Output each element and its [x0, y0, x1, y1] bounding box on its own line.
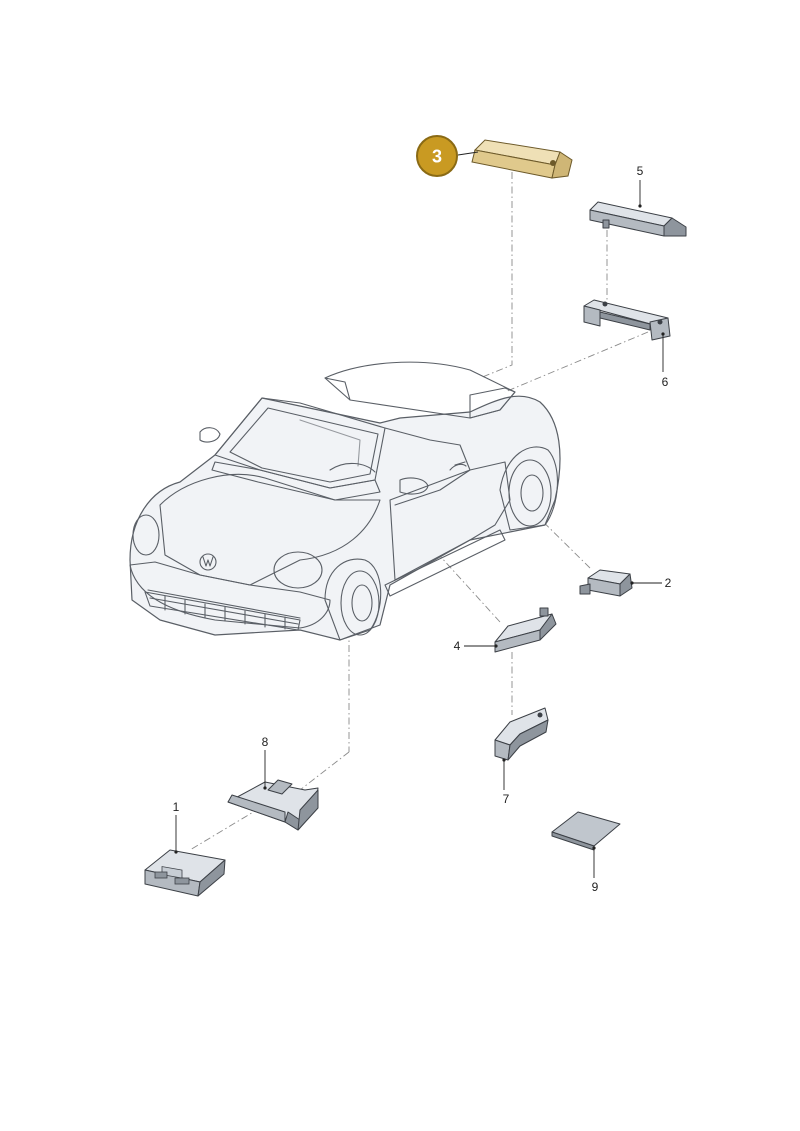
part-8-bracket[interactable]	[227, 779, 319, 831]
convertible-car-illustration	[129, 361, 561, 641]
part-9-pad[interactable]	[551, 811, 621, 851]
callout-leaders	[174, 151, 665, 878]
install-line-3	[479, 172, 513, 379]
front-wheel	[340, 570, 380, 636]
callout-number-9[interactable]: 9	[592, 880, 599, 894]
headlight-right	[273, 551, 323, 589]
callout-number-5[interactable]: 5	[637, 164, 644, 178]
callout-number-3: 3	[432, 147, 442, 167]
callout-number-7[interactable]: 7	[503, 792, 510, 806]
install-line-8	[299, 751, 350, 791]
part-7-holder[interactable]	[494, 707, 549, 761]
front-grille	[144, 591, 301, 631]
install-line-1	[189, 807, 261, 851]
part-6-mounting-bracket[interactable]	[583, 299, 671, 341]
part-3-control-unit[interactable]	[471, 139, 573, 179]
callout-number-8[interactable]: 8	[262, 735, 269, 749]
callout-number-1[interactable]: 1	[173, 800, 180, 814]
callout-badge-3[interactable]: 3	[416, 135, 458, 177]
vw-emblem-icon	[199, 553, 217, 571]
part-1-control-unit-box[interactable]	[144, 849, 226, 897]
part-2-sensor[interactable]	[579, 569, 633, 597]
callout-number-4[interactable]: 4	[454, 639, 461, 653]
part-5-bracket-cover[interactable]	[589, 201, 687, 237]
install-line-6	[504, 331, 649, 393]
callout-number-6[interactable]: 6	[662, 375, 669, 389]
part-4-antenna-module[interactable]	[494, 607, 557, 653]
callout-number-2[interactable]: 2	[665, 576, 672, 590]
rear-wheel	[508, 459, 552, 527]
headlight-left	[132, 514, 160, 556]
